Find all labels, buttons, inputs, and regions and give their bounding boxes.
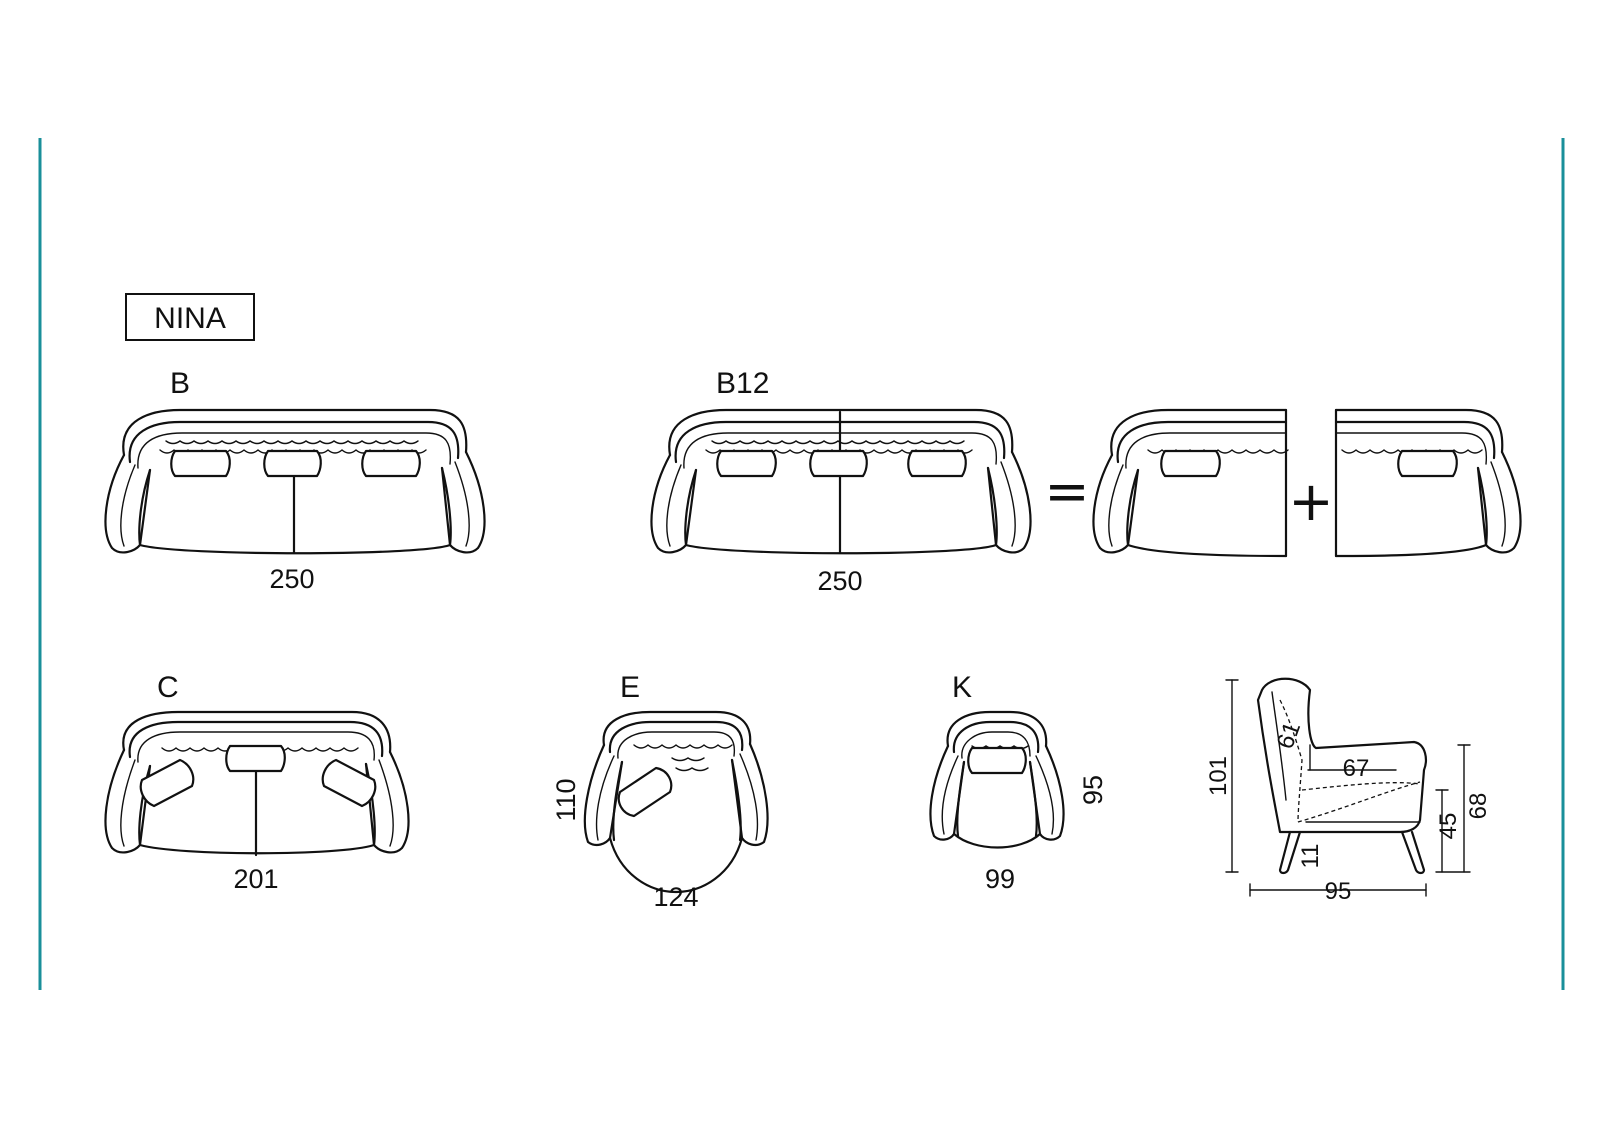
model-b-label: B bbox=[170, 367, 190, 400]
side-leg-height: 11 bbox=[1297, 844, 1324, 869]
model-b12-sofa: B12 250 bbox=[650, 367, 1032, 596]
model-e-armchair: E 110 124 bbox=[551, 671, 769, 912]
collection-title: NINA bbox=[154, 302, 226, 335]
title-box: NINA bbox=[125, 293, 255, 341]
equals-sign: = bbox=[1044, 460, 1089, 523]
model-k-depth: 95 bbox=[1078, 775, 1108, 805]
side-seat-height: 45 bbox=[1435, 813, 1462, 840]
model-e-width: 124 bbox=[653, 882, 698, 912]
b12-left-module bbox=[1092, 408, 1289, 558]
model-c-width: 201 bbox=[233, 864, 278, 894]
model-e-label: E bbox=[620, 671, 640, 704]
plus-sign: + bbox=[1288, 470, 1333, 533]
side-view-elevation: 101 61 67 68 45 11 95 bbox=[1205, 677, 1492, 905]
model-e-depth: 110 bbox=[551, 778, 581, 821]
model-k-armchair: K 95 99 bbox=[929, 671, 1108, 894]
model-b-sofa: B 250 bbox=[104, 367, 486, 594]
model-b-width: 250 bbox=[269, 564, 314, 594]
model-c-sofa: C 201 bbox=[104, 671, 410, 894]
side-seat-depth: 67 bbox=[1343, 755, 1370, 782]
model-k-width: 99 bbox=[985, 864, 1015, 894]
side-total-height: 101 bbox=[1205, 756, 1232, 796]
side-total-depth: 95 bbox=[1325, 878, 1352, 905]
model-b12-width: 250 bbox=[817, 566, 862, 596]
model-k-label: K bbox=[952, 671, 972, 704]
side-arm-height: 68 bbox=[1465, 793, 1492, 820]
model-b12-label: B12 bbox=[716, 367, 769, 400]
model-c-label: C bbox=[157, 671, 179, 704]
b12-right-module bbox=[1334, 408, 1522, 558]
